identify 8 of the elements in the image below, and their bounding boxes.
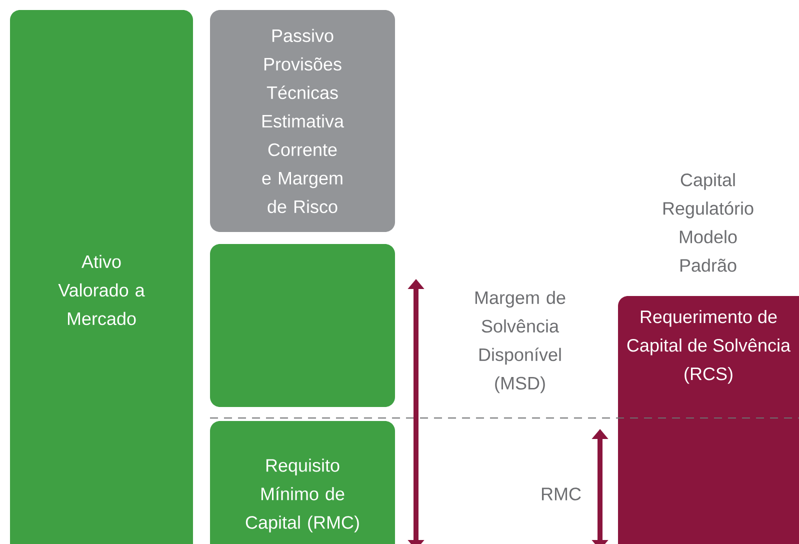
box-heading: Capital Regulatório Modelo Padrão [663,173,754,272]
empty-box [210,244,395,407]
dimension-label: Margem de Solvência Disponível (MSD) [475,290,566,394]
process-box: Ativo Valorado a Mercado [10,10,193,544]
dimension-label: RMC [542,488,581,500]
process-box: Requisito Mínimo de Capital (RMC) [210,421,395,544]
process-box: Requerimento de Capital de Solvência (RCS) [618,296,799,544]
process-box: Passivo Provisões Técnicas Estimativa Corrente e Margem de Risco [210,10,395,232]
